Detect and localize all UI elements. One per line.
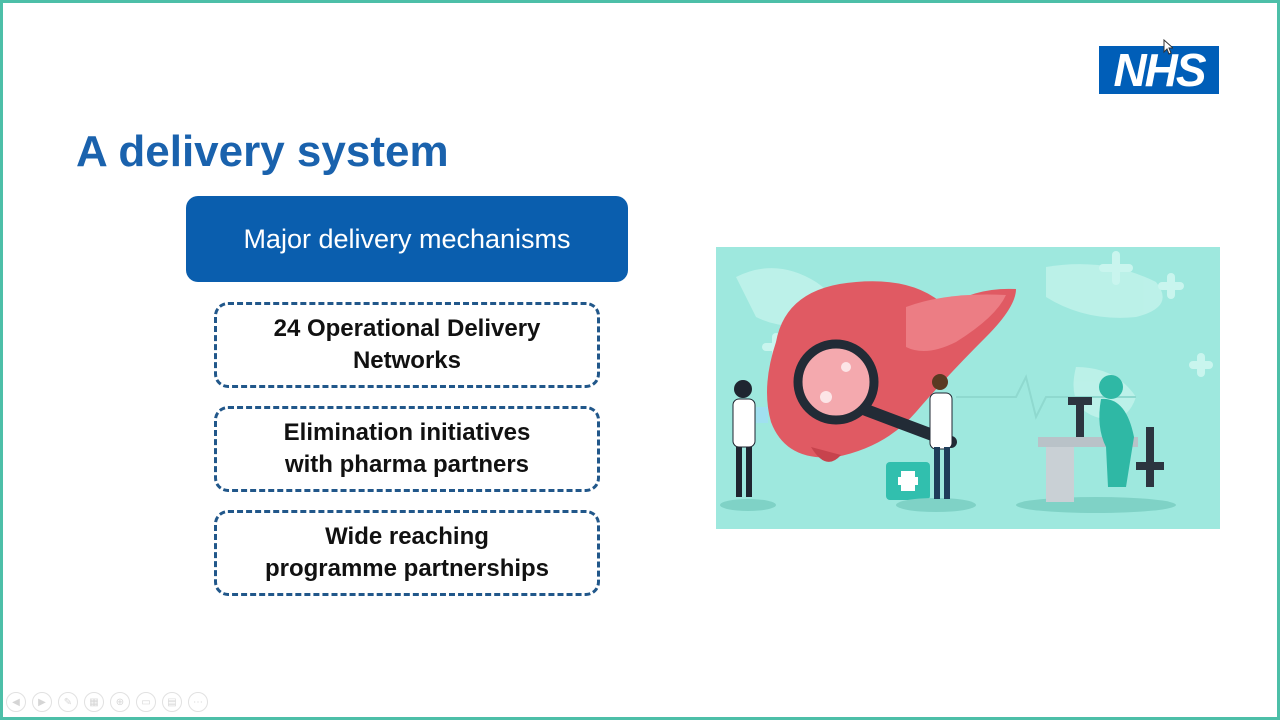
slide-title: A delivery system	[76, 127, 449, 176]
mechanisms-header-label: Major delivery mechanisms	[243, 223, 571, 254]
item-line: 24 Operational Delivery	[273, 315, 541, 342]
more-icon[interactable]: ⋯	[188, 692, 208, 712]
delivery-mechanism-item: Wide reaching programme partnerships	[214, 510, 600, 596]
next-icon[interactable]: ▶	[32, 692, 52, 712]
screen-icon[interactable]: ▭	[136, 692, 156, 712]
nhs-logo: NHS	[1099, 46, 1219, 94]
delivery-mechanism-item: 24 Operational Delivery Networks	[214, 302, 600, 388]
mouse-cursor-icon	[1163, 39, 1173, 55]
item-line: Wide reaching	[325, 523, 489, 550]
item-line: Elimination initiatives	[283, 419, 531, 446]
presentation-toolbar: ◀ ▶ ✎ ▦ ⊕ ▭ ▤ ⋯	[6, 692, 208, 712]
delivery-mechanism-item: Elimination initiatives with pharma part…	[214, 406, 600, 492]
item-line: programme partnerships	[264, 555, 550, 582]
item-line: Networks	[352, 347, 462, 374]
nhs-logo-text: NHS	[1113, 44, 1206, 96]
pen-icon[interactable]: ✎	[58, 692, 78, 712]
previous-icon[interactable]: ◀	[6, 692, 26, 712]
item-line: with pharma partners	[284, 451, 530, 478]
liver-illustration-art	[720, 251, 1213, 513]
liver-illustration	[716, 247, 1220, 529]
mechanisms-header-box: Major delivery mechanisms	[186, 196, 628, 282]
slides-icon[interactable]: ▦	[84, 692, 104, 712]
zoom-icon[interactable]: ⊕	[110, 692, 130, 712]
subtitles-icon[interactable]: ▤	[162, 692, 182, 712]
